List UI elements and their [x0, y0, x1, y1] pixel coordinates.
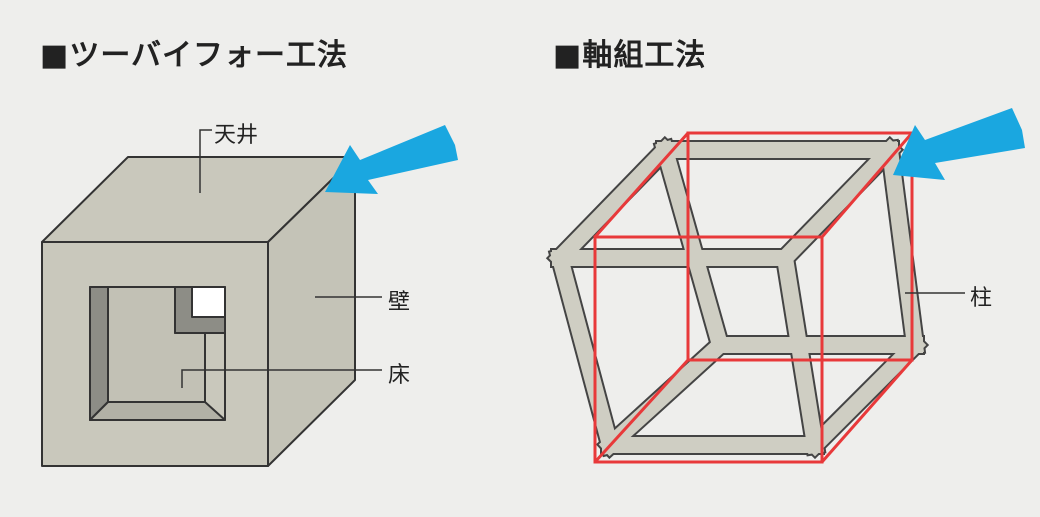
- label-wall: 壁: [388, 290, 411, 315]
- red-cube-outline: [593, 131, 914, 464]
- two-by-four-title: ■ツーバイフォー工法: [40, 38, 349, 73]
- left-leader-lines: [181, 129, 382, 388]
- label-floor: 床: [388, 363, 411, 388]
- timber-frame-title: ■軸組工法: [553, 38, 707, 73]
- label-ceiling: 天井: [214, 123, 259, 148]
- timber-frame: [545, 135, 930, 460]
- back-window: [191, 286, 226, 318]
- window-reveal: [174, 286, 226, 334]
- two-by-four-box: [41, 156, 356, 467]
- inner-left-wall: [89, 286, 109, 421]
- arrow-icon: [893, 108, 1025, 180]
- inner-floor: [89, 401, 226, 421]
- label-pillar: 柱: [970, 286, 993, 311]
- arrow-icon: [325, 125, 458, 194]
